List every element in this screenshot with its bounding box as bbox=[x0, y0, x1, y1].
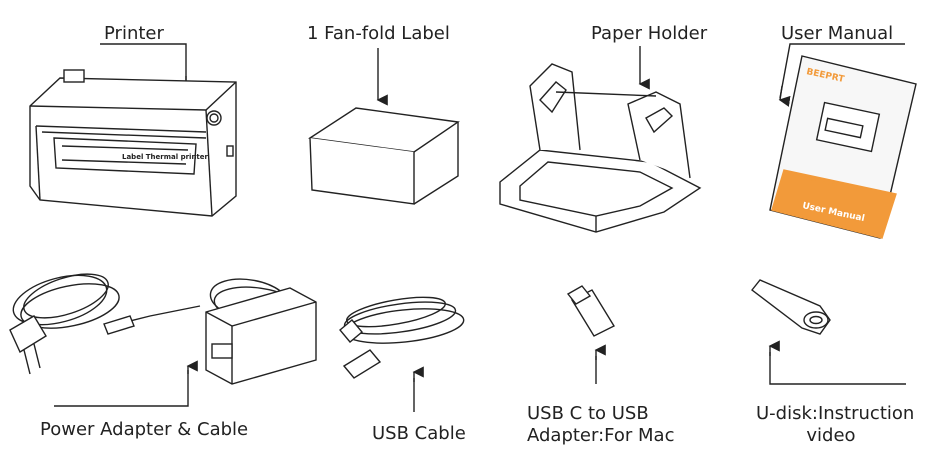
u-disk-illustration bbox=[751, 279, 906, 385]
usb-c-adapter-illustration bbox=[566, 285, 615, 384]
printer-window-text: Label Thermal printer bbox=[122, 153, 209, 161]
u-disk-label-line2: video bbox=[806, 425, 856, 446]
u-disk-label-line1: U-disk:Instruction bbox=[756, 403, 915, 424]
power-adapter-illustration bbox=[9, 273, 317, 407]
fan-fold-label-label: 1 Fan-fold Label bbox=[307, 23, 450, 44]
printer-label: Printer bbox=[104, 23, 164, 44]
paper-holder-illustration bbox=[499, 46, 702, 233]
usb-c-adapter-label-line2: Adapter:For Mac bbox=[527, 425, 675, 446]
user-manual-label: User Manual bbox=[781, 23, 894, 44]
power-adapter-label: Power Adapter & Cable bbox=[40, 419, 249, 440]
usb-c-adapter-label-line1: USB C to USB bbox=[527, 403, 649, 424]
user-manual-illustration bbox=[769, 43, 917, 239]
paper-holder-label: Paper Holder bbox=[591, 23, 708, 44]
usb-cable-illustration bbox=[339, 296, 465, 412]
fan-fold-label-illustration bbox=[308, 48, 460, 205]
printer-illustration bbox=[29, 43, 237, 217]
usb-cable-label: USB Cable bbox=[372, 423, 466, 444]
